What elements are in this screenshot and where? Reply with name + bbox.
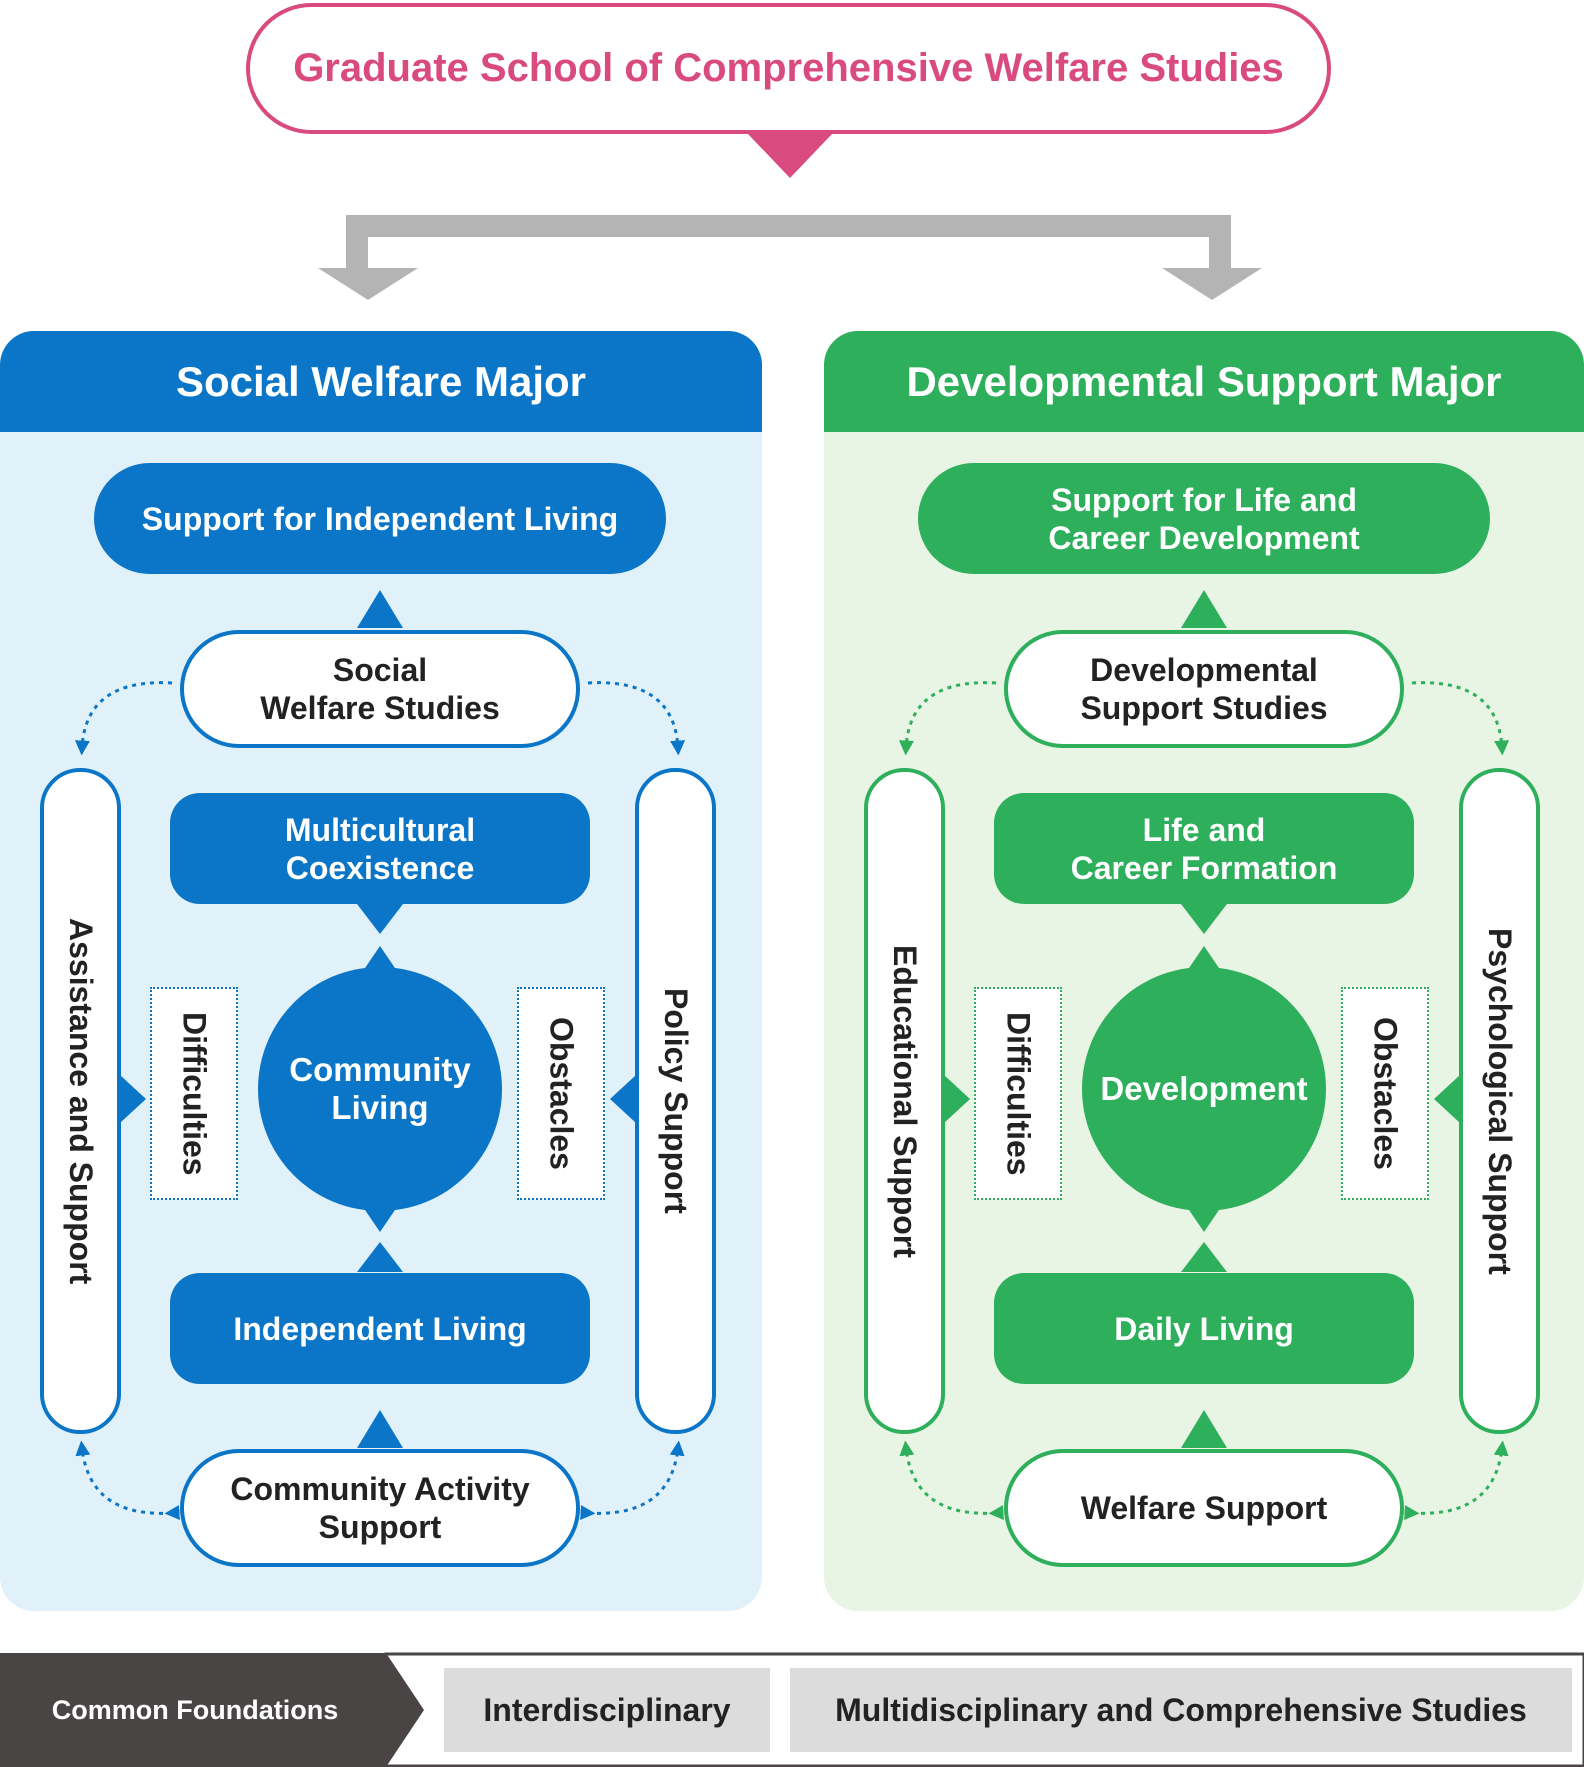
ds-dotted-bottom-left xyxy=(899,1440,1004,1521)
sw-right-support-text: Policy Support xyxy=(658,988,694,1214)
sw-base-box: Community Activity Support xyxy=(180,1449,580,1567)
ds-arrow-right-side xyxy=(1434,1075,1460,1123)
ds-dotted-top-right xyxy=(1411,681,1510,756)
sw-goal-box: Support for Independent Living xyxy=(94,463,666,574)
ds-goal-line-2: Career Development xyxy=(1048,519,1360,556)
sw-studies-line-2: Welfare Studies xyxy=(260,690,500,726)
sw-dotted-bottom-left xyxy=(75,1440,180,1521)
ds-top-area-line-1: Life and xyxy=(1142,811,1266,848)
ds-left-issue-text: Difficulties xyxy=(1000,1011,1037,1176)
common-item-interdisciplinary: Interdisciplinary xyxy=(444,1668,770,1752)
sw-arrow-center-up xyxy=(365,946,395,968)
sw-arrow-top-area-down xyxy=(357,904,403,934)
sw-base-line-1: Community Activity xyxy=(230,1471,530,1507)
sw-right-issue-box: Obstacles xyxy=(517,987,605,1200)
sw-arrow-center-down xyxy=(365,1210,395,1232)
sw-center-circle: Community Living xyxy=(258,967,502,1211)
ds-arrow-bottom-area-up xyxy=(1181,1242,1227,1272)
sw-studies-line-1: Social xyxy=(332,652,428,688)
sw-arrow-left-side xyxy=(120,1075,146,1123)
ds-base-box: Welfare Support xyxy=(1004,1449,1404,1567)
sw-dotted-top-right xyxy=(587,681,686,756)
common-item-multidisciplinary-text: Multidisciplinary and Comprehensive Stud… xyxy=(835,1691,1527,1728)
common-item-multidisciplinary: Multidisciplinary and Comprehensive Stud… xyxy=(790,1668,1572,1752)
split-arrow xyxy=(346,215,1231,268)
ds-left-issue-box: Difficulties xyxy=(974,987,1062,1200)
social-welfare-header: Social Welfare Major xyxy=(0,331,762,432)
ds-arrow-studies-to-goal xyxy=(1181,590,1227,628)
sw-right-issue-text: Obstacles xyxy=(543,1017,580,1170)
ds-right-issue-box: Obstacles xyxy=(1341,987,1429,1200)
sw-bottom-area-text: Independent Living xyxy=(233,1310,527,1347)
sw-center-line-2: Living xyxy=(331,1089,429,1126)
sw-top-area-line-1: Multicultural xyxy=(284,811,476,848)
ds-studies-line-1: Developmental xyxy=(1090,652,1318,688)
sw-studies-box: Social Welfare Studies xyxy=(180,630,580,748)
ds-arrow-center-down xyxy=(1189,1210,1219,1232)
common-foundations-text: Common Foundations xyxy=(51,1694,339,1725)
ds-top-area-line-2: Career Formation xyxy=(1070,849,1338,886)
ds-arrow-base-to-bottom xyxy=(1181,1410,1227,1448)
ds-bottom-area-box: Daily Living xyxy=(994,1273,1414,1384)
sw-left-issue-text: Difficulties xyxy=(176,1011,213,1176)
split-arrow-left-head xyxy=(318,268,418,300)
ds-arrow-center-up xyxy=(1189,946,1219,968)
common-foundations-frame xyxy=(384,1652,1584,1767)
ds-center-text: Development xyxy=(1100,1070,1308,1107)
ds-right-issue-text: Obstacles xyxy=(1367,1017,1404,1170)
ds-goal-line-1: Support for Life and xyxy=(1051,481,1357,518)
sw-bottom-area-box: Independent Living xyxy=(170,1273,590,1384)
sw-dotted-top-left xyxy=(74,681,173,756)
school-title: Graduate School of Comprehensive Welfare… xyxy=(246,3,1331,134)
sw-arrow-base-to-bottom xyxy=(357,1410,403,1448)
ds-studies-line-2: Support Studies xyxy=(1080,690,1328,726)
common-foundations-label: Common Foundations xyxy=(0,1653,390,1767)
ds-right-support-text: Psychological Support xyxy=(1482,927,1518,1275)
ds-studies-box: Developmental Support Studies xyxy=(1004,630,1404,748)
sw-left-support: Assistance and Support xyxy=(40,768,121,1434)
sw-top-area-box: Multicultural Coexistence xyxy=(170,793,590,904)
sw-arrow-bottom-area-up xyxy=(357,1242,403,1272)
sw-top-area-line-2: Coexistence xyxy=(285,849,475,886)
ds-bottom-area-text: Daily Living xyxy=(1114,1310,1294,1347)
developmental-support-title: Developmental Support Major xyxy=(906,357,1502,405)
ds-top-area-box: Life and Career Formation xyxy=(994,793,1414,904)
ds-left-support-text: Educational Support xyxy=(887,944,923,1258)
ds-arrow-top-area-down xyxy=(1181,904,1227,934)
ds-center-circle: Development xyxy=(1082,967,1326,1211)
ds-dotted-bottom-right xyxy=(1404,1440,1509,1521)
sw-left-support-text: Assistance and Support xyxy=(63,917,99,1285)
ds-right-support: Psychological Support xyxy=(1459,768,1540,1434)
common-item-interdisciplinary-text: Interdisciplinary xyxy=(483,1691,731,1728)
sw-left-issue-box: Difficulties xyxy=(150,987,238,1200)
title-pointer xyxy=(748,134,832,178)
ds-dotted-top-left xyxy=(898,681,997,756)
common-foundations-chevron xyxy=(0,1653,424,1767)
developmental-support-header: Developmental Support Major xyxy=(824,331,1584,432)
sw-dotted-bottom-right xyxy=(580,1440,685,1521)
sw-goal-text: Support for Independent Living xyxy=(141,500,619,537)
sw-arrow-right-side xyxy=(610,1075,636,1123)
ds-goal-box: Support for Life and Career Development xyxy=(918,463,1490,574)
sw-center-line-1: Community xyxy=(289,1051,471,1088)
sw-base-line-2: Support xyxy=(318,1509,442,1545)
ds-base-text: Welfare Support xyxy=(1080,1490,1328,1526)
ds-left-support: Educational Support xyxy=(864,768,945,1434)
school-title-text: Graduate School of Comprehensive Welfare… xyxy=(293,46,1284,90)
split-arrow-right-head xyxy=(1162,268,1262,300)
sw-right-support: Policy Support xyxy=(635,768,716,1434)
social-welfare-title: Social Welfare Major xyxy=(175,357,587,405)
ds-arrow-left-side xyxy=(944,1075,970,1123)
sw-arrow-studies-to-goal xyxy=(357,590,403,628)
